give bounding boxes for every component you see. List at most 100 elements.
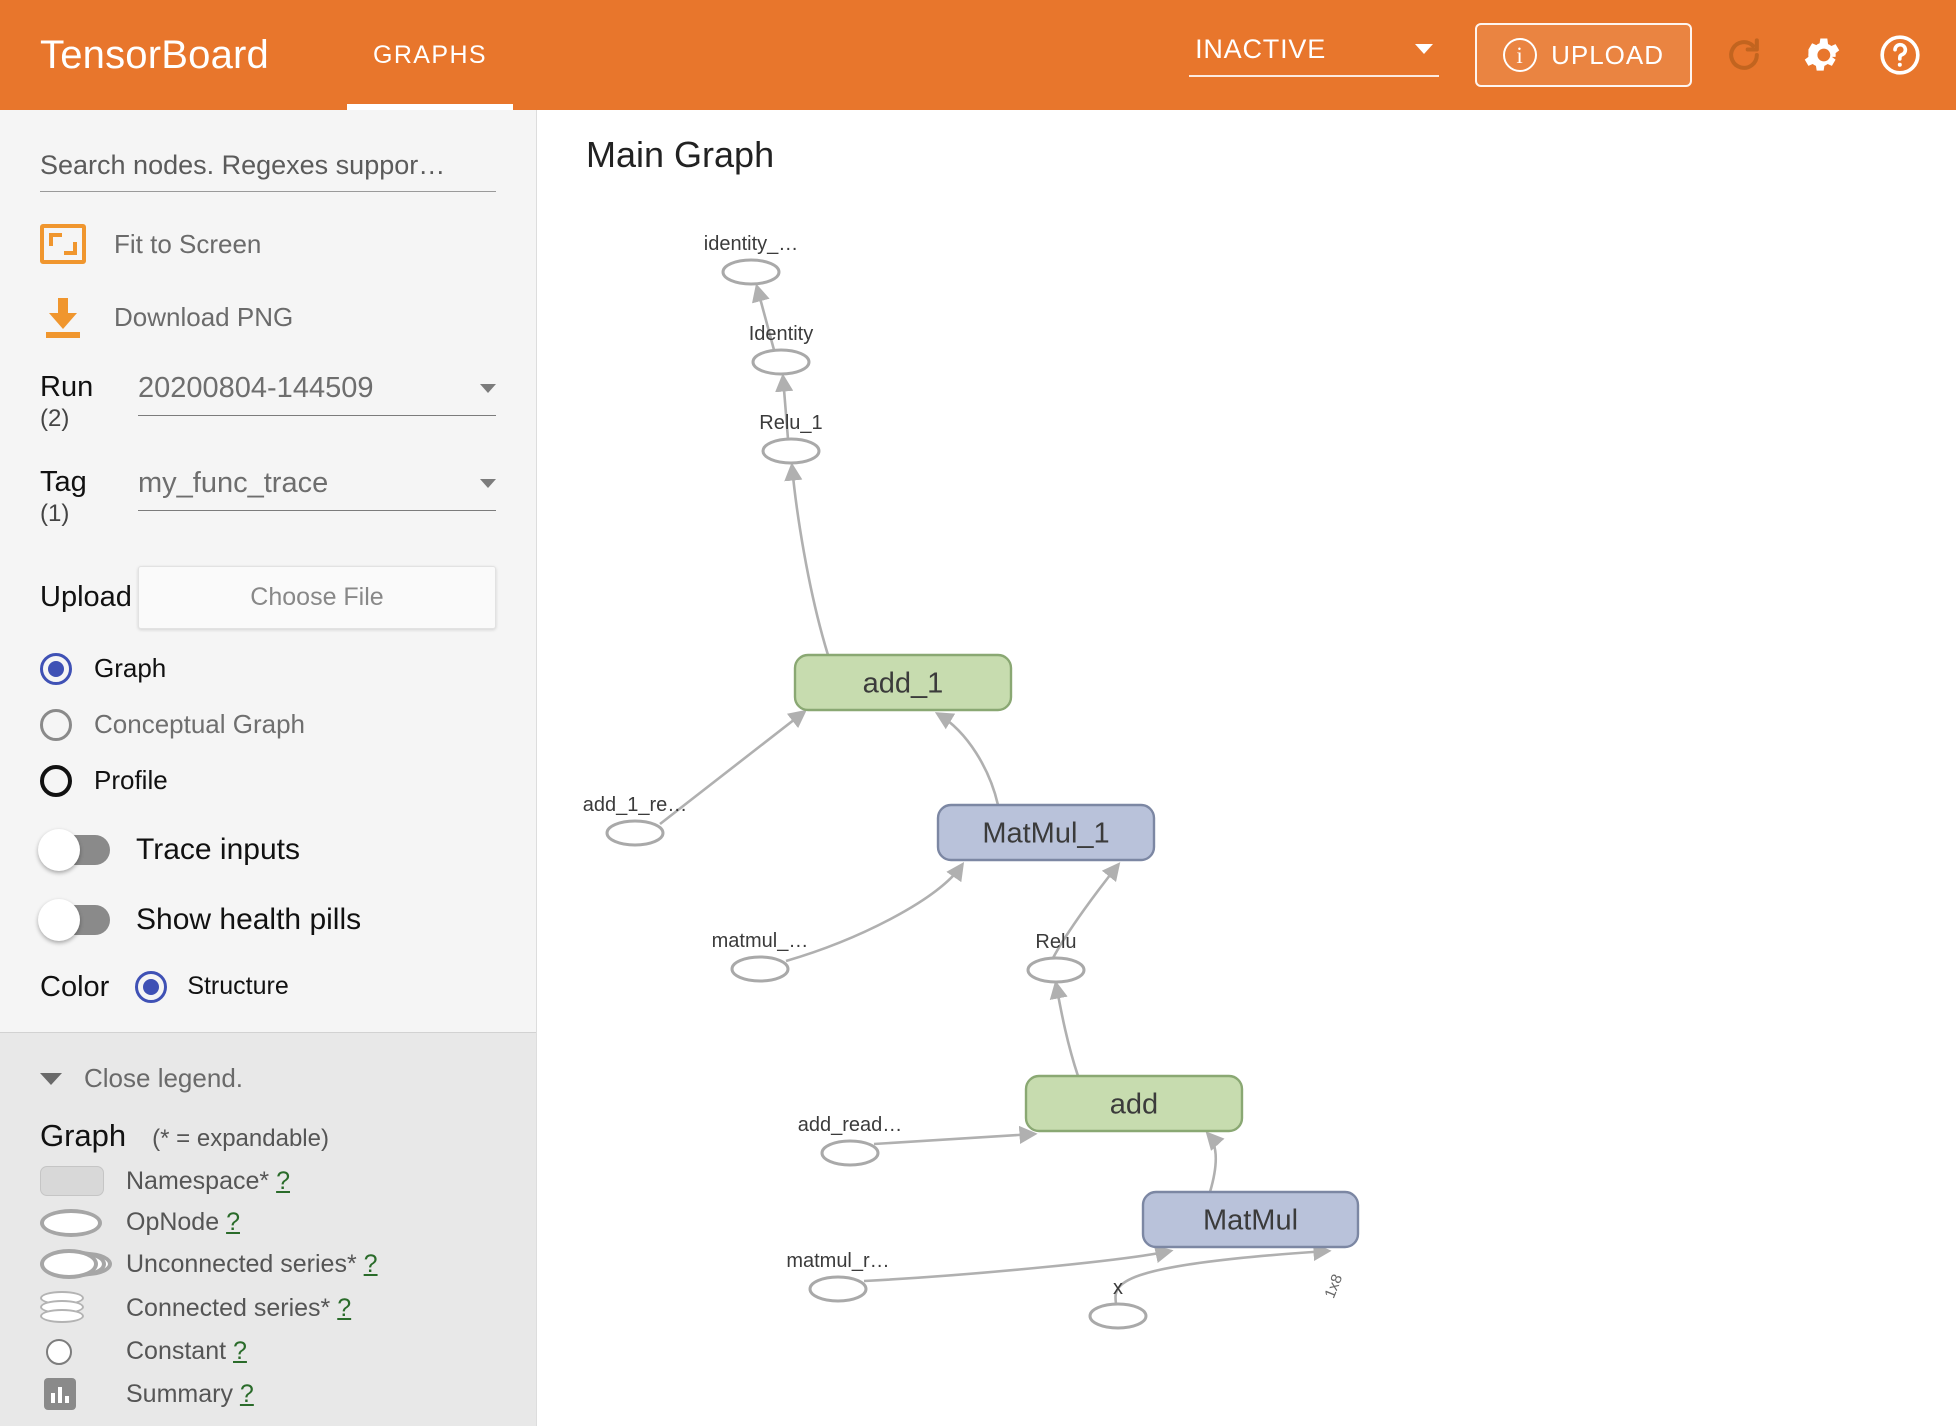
summary-swatch-icon (40, 1378, 126, 1410)
edge-label: 1x8 (1321, 1272, 1346, 1301)
tag-select[interactable]: my_func_trace (138, 467, 496, 511)
graph-node-Relu_1[interactable]: Relu_1 (759, 412, 823, 465)
unconnected-series-swatch-icon (40, 1249, 126, 1279)
node-label: matmul_r… (786, 1250, 889, 1272)
node-label: matmul_… (712, 930, 809, 952)
node-shape (820, 1139, 880, 1167)
graph-node-matmul_read[interactable]: matmul_r… (786, 1250, 890, 1303)
page-title: Main Graph (586, 134, 775, 175)
legend-title: Graph (40, 1118, 127, 1153)
legend-header: Graph (* = expandable) (40, 1118, 496, 1154)
node-label: add_1_re… (583, 794, 688, 816)
fit-to-screen-button[interactable]: Fit to Screen (40, 224, 496, 264)
legend-label-namespace: Namespace* (126, 1166, 270, 1195)
graph-node-add_1_read[interactable]: add_1_re… (583, 794, 688, 847)
graph-node-x[interactable]: x (1088, 1277, 1148, 1330)
legend-label-summary: Summary (126, 1379, 233, 1408)
radio-conceptual-graph-label: Conceptual Graph (94, 709, 306, 740)
help-icon[interactable] (1874, 29, 1926, 81)
legend-item-summary: Summary ? (40, 1378, 496, 1410)
radio-profile[interactable]: Profile (40, 764, 496, 797)
search-nodes-box[interactable] (40, 150, 496, 192)
toggle-show-health-pills-switch[interactable] (38, 898, 110, 941)
upload-button[interactable]: i UPLOAD (1475, 23, 1692, 87)
app-brand: TensorBoard (40, 32, 269, 77)
info-circle-icon: i (1503, 38, 1538, 72)
tag-select-value: my_func_trace (138, 466, 329, 499)
download-png-label: Download PNG (114, 301, 294, 332)
node-shape (936, 803, 1156, 862)
toggle-trace-inputs[interactable]: Trace inputs (38, 828, 496, 871)
node-shape (793, 653, 1013, 712)
toggle-trace-inputs-label: Trace inputs (136, 832, 300, 866)
help-link-unconnected-series[interactable]: ? (363, 1249, 378, 1278)
close-legend-button[interactable]: Close legend. (40, 1063, 496, 1094)
node-shape (730, 955, 790, 983)
legend-note: (* = expandable) (152, 1125, 329, 1152)
graph-edge (1114, 1242, 1332, 1305)
legend-item-unconnected-series: Unconnected series* ? (40, 1249, 496, 1279)
graph-node-add_1[interactable]: add_1 (793, 653, 1013, 712)
node-label: Relu (1035, 931, 1076, 953)
gear-icon[interactable] (1796, 29, 1848, 81)
graph-edge (863, 1245, 1174, 1283)
graph-edge (934, 712, 1000, 806)
node-label: x (1113, 1277, 1123, 1299)
help-link-connected-series[interactable]: ? (337, 1293, 352, 1322)
fit-to-screen-icon (40, 224, 86, 264)
legend-label-opnode: OpNode (126, 1208, 220, 1236)
legend-panel: Close legend. Graph (* = expandable) Nam… (0, 1032, 536, 1426)
refresh-icon[interactable] (1718, 29, 1770, 81)
graph-node-MatMul[interactable]: MatMul (1141, 1190, 1360, 1249)
graph-node-add[interactable]: add (1024, 1074, 1244, 1133)
connected-series-swatch-icon (40, 1291, 126, 1325)
sidebar: Fit to Screen Download PNG Run (2) 20200… (0, 110, 537, 1426)
run-select-value: 20200804-144509 (138, 372, 374, 404)
radio-graph[interactable]: Graph (40, 652, 496, 685)
help-link-summary[interactable]: ? (239, 1379, 254, 1408)
close-legend-label: Close legend. (84, 1063, 243, 1093)
graph-node-matmul_1_read[interactable]: matmul_… (712, 930, 809, 983)
header-right-controls: INACTIVE i UPLOAD (1189, 0, 1926, 110)
toggle-trace-inputs-switch[interactable] (38, 828, 110, 871)
graph-edge (785, 862, 965, 963)
search-input[interactable] (40, 150, 496, 181)
radio-conceptual-graph[interactable]: Conceptual Graph (40, 708, 496, 741)
node-label: MatMul_1 (982, 818, 1109, 850)
radio-color-structure-indicator[interactable] (135, 970, 168, 1003)
run-state-dropdown[interactable]: INACTIVE (1189, 34, 1440, 77)
color-field: Color Structure (40, 970, 496, 1029)
node-label: MatMul (1203, 1205, 1298, 1237)
run-field: Run (2) 20200804-144509 (40, 372, 496, 433)
tab-graphs[interactable]: GRAPHS (347, 0, 513, 110)
graph-node-MatMul_1[interactable]: MatMul_1 (936, 803, 1156, 862)
node-label: identity_… (704, 233, 799, 255)
tag-field: Tag (1) my_func_trace (40, 467, 496, 528)
run-select[interactable]: 20200804-144509 (138, 372, 496, 416)
choose-file-button[interactable]: Choose File (138, 565, 496, 629)
download-png-button[interactable]: Download PNG (40, 296, 496, 338)
node-shape (761, 437, 821, 465)
graph-edge (659, 709, 807, 826)
graph-node-identity_1[interactable]: identity_… (704, 233, 799, 286)
radio-color-structure-label: Structure (187, 972, 289, 1001)
help-link-namespace[interactable]: ? (276, 1166, 290, 1195)
toggle-show-health-pills[interactable]: Show health pills (38, 898, 496, 941)
graph-edge (1205, 1131, 1225, 1193)
node-shape (721, 258, 781, 286)
upload-field-label: Upload (40, 581, 132, 614)
node-shape (808, 1275, 868, 1303)
node-shape (1141, 1190, 1360, 1249)
constant-swatch-icon (40, 1338, 126, 1365)
help-link-constant[interactable]: ? (233, 1337, 247, 1365)
graph-node-Identity[interactable]: Identity (749, 323, 813, 376)
opnode-swatch-icon (40, 1208, 126, 1237)
graph-node-add_read[interactable]: add_read… (798, 1114, 903, 1167)
graph-edge (1051, 862, 1121, 959)
graph-node-Relu[interactable]: Relu (1026, 931, 1086, 984)
graph-edge (752, 283, 776, 351)
help-link-opnode[interactable]: ? (226, 1208, 240, 1236)
